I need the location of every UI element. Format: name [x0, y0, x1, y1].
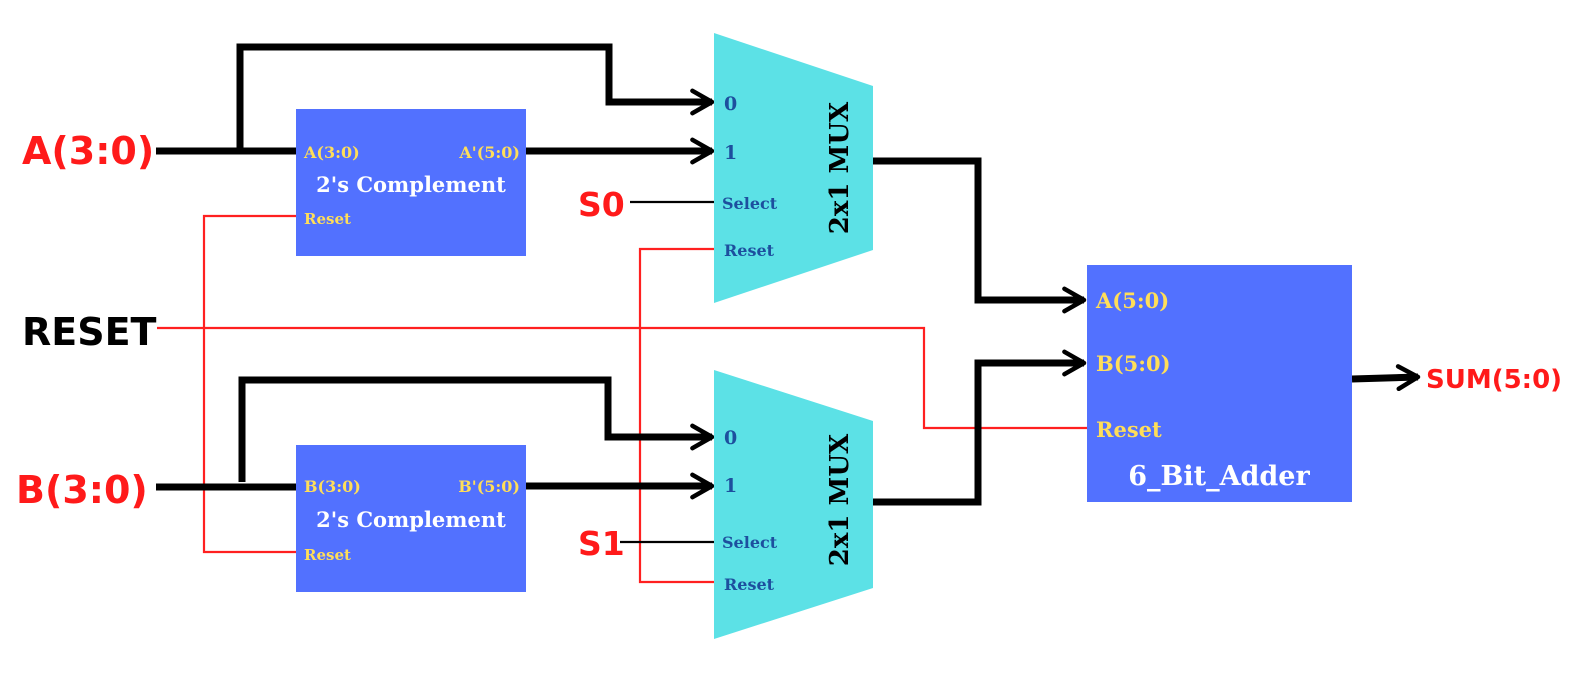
adder-reset-port: Reset [1096, 417, 1162, 442]
wire-sum-out [1351, 364, 1421, 392]
mux-top-port-0: 0 [724, 93, 737, 115]
reset-wire-muxes [638, 247, 716, 584]
mux-shape-top [714, 33, 873, 303]
wire-mux-top-out [873, 157, 1087, 314]
complement-bottom-out-port: B'(5:0) [458, 477, 520, 496]
mux-top-title: 2x1 MUX [825, 101, 855, 234]
adder-block: A(5:0) B(5:0) Reset 6_Bit_Adder [1087, 265, 1352, 502]
data-wires [156, 43, 1421, 506]
adder-title: 6_Bit_Adder [1128, 461, 1310, 492]
mux-shape-bottom [714, 370, 873, 639]
select-label-s0: S0 [578, 185, 625, 224]
complement-block-top: A(3:0) A'(5:0) 2's Complement Reset [296, 109, 526, 256]
adder-box [1087, 265, 1352, 502]
complement-bottom-reset-port: Reset [304, 546, 351, 564]
reset-wire-complements [202, 214, 298, 554]
wire-a-bypass [236, 43, 715, 151]
reset-wires [157, 214, 1088, 584]
adder-port-b: B(5:0) [1096, 351, 1171, 376]
complement-bottom-in-port: B(3:0) [304, 477, 361, 496]
complement-top-in-port: A(3:0) [303, 143, 360, 162]
mux-top-port-1: 1 [724, 142, 737, 164]
complement-box-bottom [296, 445, 526, 592]
mux-bottom-select-port: Select [722, 533, 778, 552]
mux-bottom-title: 2x1 MUX [825, 433, 855, 566]
wire-mux-bottom-out [873, 349, 1087, 506]
input-label-reset: RESET [22, 310, 157, 354]
input-label-b: B(3:0) [16, 468, 148, 512]
mux-bottom-reset-port: Reset [724, 575, 775, 594]
reset-wire-adder [157, 326, 1088, 430]
select-wires [620, 200, 716, 544]
output-label-sum: SUM(5:0) [1426, 365, 1562, 395]
complement-top-title: 2's Complement [316, 172, 506, 197]
complement-top-out-port: A'(5:0) [458, 143, 520, 162]
mux-bottom-port-0: 0 [724, 427, 737, 449]
mux-block-top: 0 1 Select Reset 2x1 MUX [714, 33, 873, 303]
complement-block-bottom: B(3:0) B'(5:0) 2's Complement Reset [296, 445, 526, 592]
mux-block-bottom: 0 1 Select Reset 2x1 MUX [714, 370, 873, 639]
complement-top-reset-port: Reset [304, 210, 351, 228]
mux-bottom-port-1: 1 [724, 475, 737, 497]
adder-port-a: A(5:0) [1095, 288, 1169, 313]
mux-top-reset-port: Reset [724, 241, 775, 260]
select-label-s1: S1 [578, 524, 625, 563]
mux-top-select-port: Select [722, 194, 778, 213]
complement-box-top [296, 109, 526, 256]
wire-b-bypass [238, 376, 715, 482]
input-label-a: A(3:0) [22, 129, 154, 173]
complement-bottom-title: 2's Complement [316, 507, 506, 532]
